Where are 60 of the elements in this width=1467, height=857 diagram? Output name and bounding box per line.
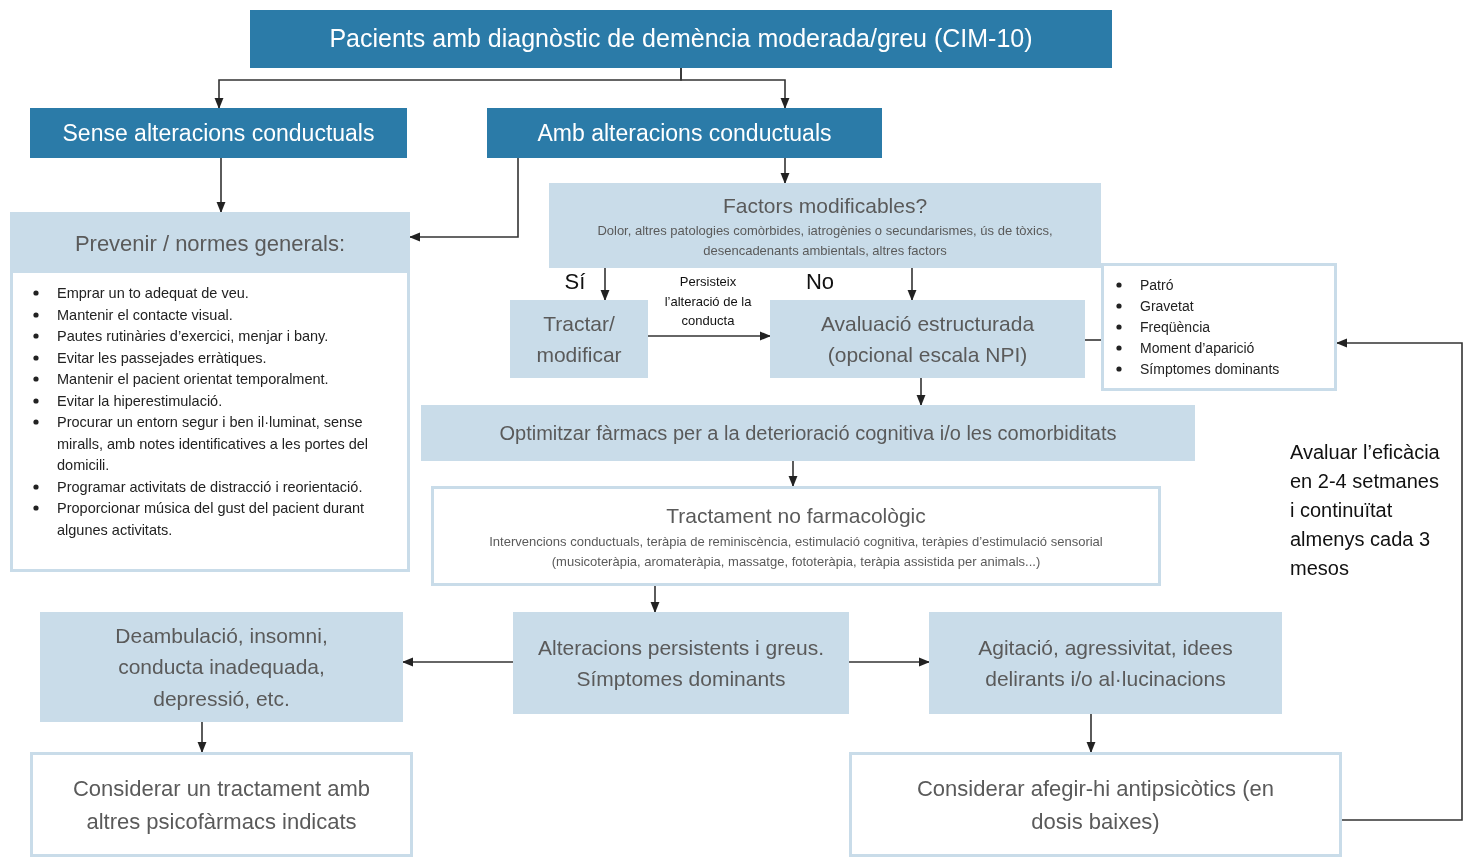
arrow	[650, 585, 660, 614]
arrow	[680, 67, 790, 110]
process-box	[549, 183, 1101, 268]
box-title: Avaluació estructurada (opcional escala NPI)	[819, 310, 1036, 368]
list-item: Mantenir el contacte visual.	[57, 306, 233, 323]
arrow	[788, 460, 798, 488]
header-box	[487, 108, 882, 158]
connector-line	[1084, 339, 1102, 341]
process-box	[421, 405, 1195, 461]
box-title: Agitació, agressivitat, idees delirants i/o al·lucinacions	[977, 634, 1234, 692]
box-title: Deambulació, insomni, conducta inadequada, depressió, etc.	[114, 622, 329, 712]
box-description: Intervencions conductuals, teràpia de reminiscència, estimulació cognitiva, teràpies d’estimulació sensorial (musicoteràpia, aromateràpia, massatge, fototeràpia, teràpia assistida per animals...)	[488, 532, 1104, 571]
list-panel	[10, 212, 410, 572]
process-box	[770, 300, 1085, 378]
process-box	[849, 752, 1342, 857]
arrow	[408, 157, 519, 242]
box-title: Sense alteracions conductuals	[61, 118, 376, 148]
arrow	[916, 377, 926, 407]
arrow	[647, 331, 772, 341]
list-item: Proporcionar música del gust del pacient durant algunes activitats.	[57, 500, 365, 538]
process-box	[40, 612, 403, 722]
list-item: Moment d’aparició	[1140, 339, 1255, 356]
list-item: Patró	[1140, 276, 1174, 293]
box-title: Tractar/ modificar	[535, 310, 623, 368]
arrow	[848, 657, 931, 667]
process-box	[929, 612, 1282, 714]
arrow	[1335, 338, 1463, 821]
box-title: Amb alteracions conductuals	[536, 118, 833, 148]
arrow	[1086, 713, 1096, 754]
box-title: Considerar un tractament amb altres psicofàrmacs indicats	[71, 774, 372, 836]
list-item: Procurar un entorn segur i ben il·luminat, sense miralls, amb notes identificatives a les portes del domicili.	[57, 414, 369, 473]
header-box	[30, 108, 407, 158]
arrow	[780, 157, 790, 185]
list-item: Pautes rutinàries d’exercici, menjar i bany.	[57, 328, 329, 344]
box-title: Considerar afegir-hi antipsicòtics (en dosis baixes)	[915, 774, 1276, 836]
box-title: Optimitzar fàrmacs per a la deterioració cognitiva i/o les comorbiditats	[498, 421, 1118, 446]
header-box	[250, 10, 1112, 68]
box-title: Pacients amb diagnòstic de demència moderada/greu (CIM-10)	[328, 23, 1034, 55]
list-item: Evitar la hiperestimulació.	[57, 392, 223, 409]
process-box	[513, 612, 849, 714]
process-box	[510, 300, 648, 378]
box-title: Factors modificables?	[721, 192, 929, 219]
list-item: Emprar un to adequat de veu.	[57, 285, 249, 301]
list-panel	[1101, 263, 1337, 391]
arrow	[216, 157, 226, 214]
box-title: Tractament no farmacològic	[665, 503, 927, 530]
list-item: Programar activitats de distracció i reorientació.	[57, 478, 363, 495]
process-box	[431, 486, 1161, 586]
list-item: Gravetat	[1140, 297, 1194, 314]
list-item: Símptomes dominants	[1140, 360, 1280, 377]
process-box	[30, 752, 413, 857]
list-item: Freqüència	[1140, 318, 1211, 335]
list-item: Evitar les passejades erràtiques.	[57, 349, 267, 366]
arrow	[600, 267, 610, 302]
arrow	[907, 267, 917, 302]
arrow	[197, 721, 207, 754]
list-item: Mantenir el pacient orientat temporalment.	[57, 371, 329, 387]
section-heading: Prevenir / normes generals:	[13, 215, 407, 273]
box-title: Alteracions persistents i greus. Símptomes dominants	[537, 634, 825, 692]
box-description: Dolor, altres patologies comòrbides, iatrogènies o secundarismes, ús de tòxics, desencadenants ambientals, altres factors	[596, 222, 1054, 261]
